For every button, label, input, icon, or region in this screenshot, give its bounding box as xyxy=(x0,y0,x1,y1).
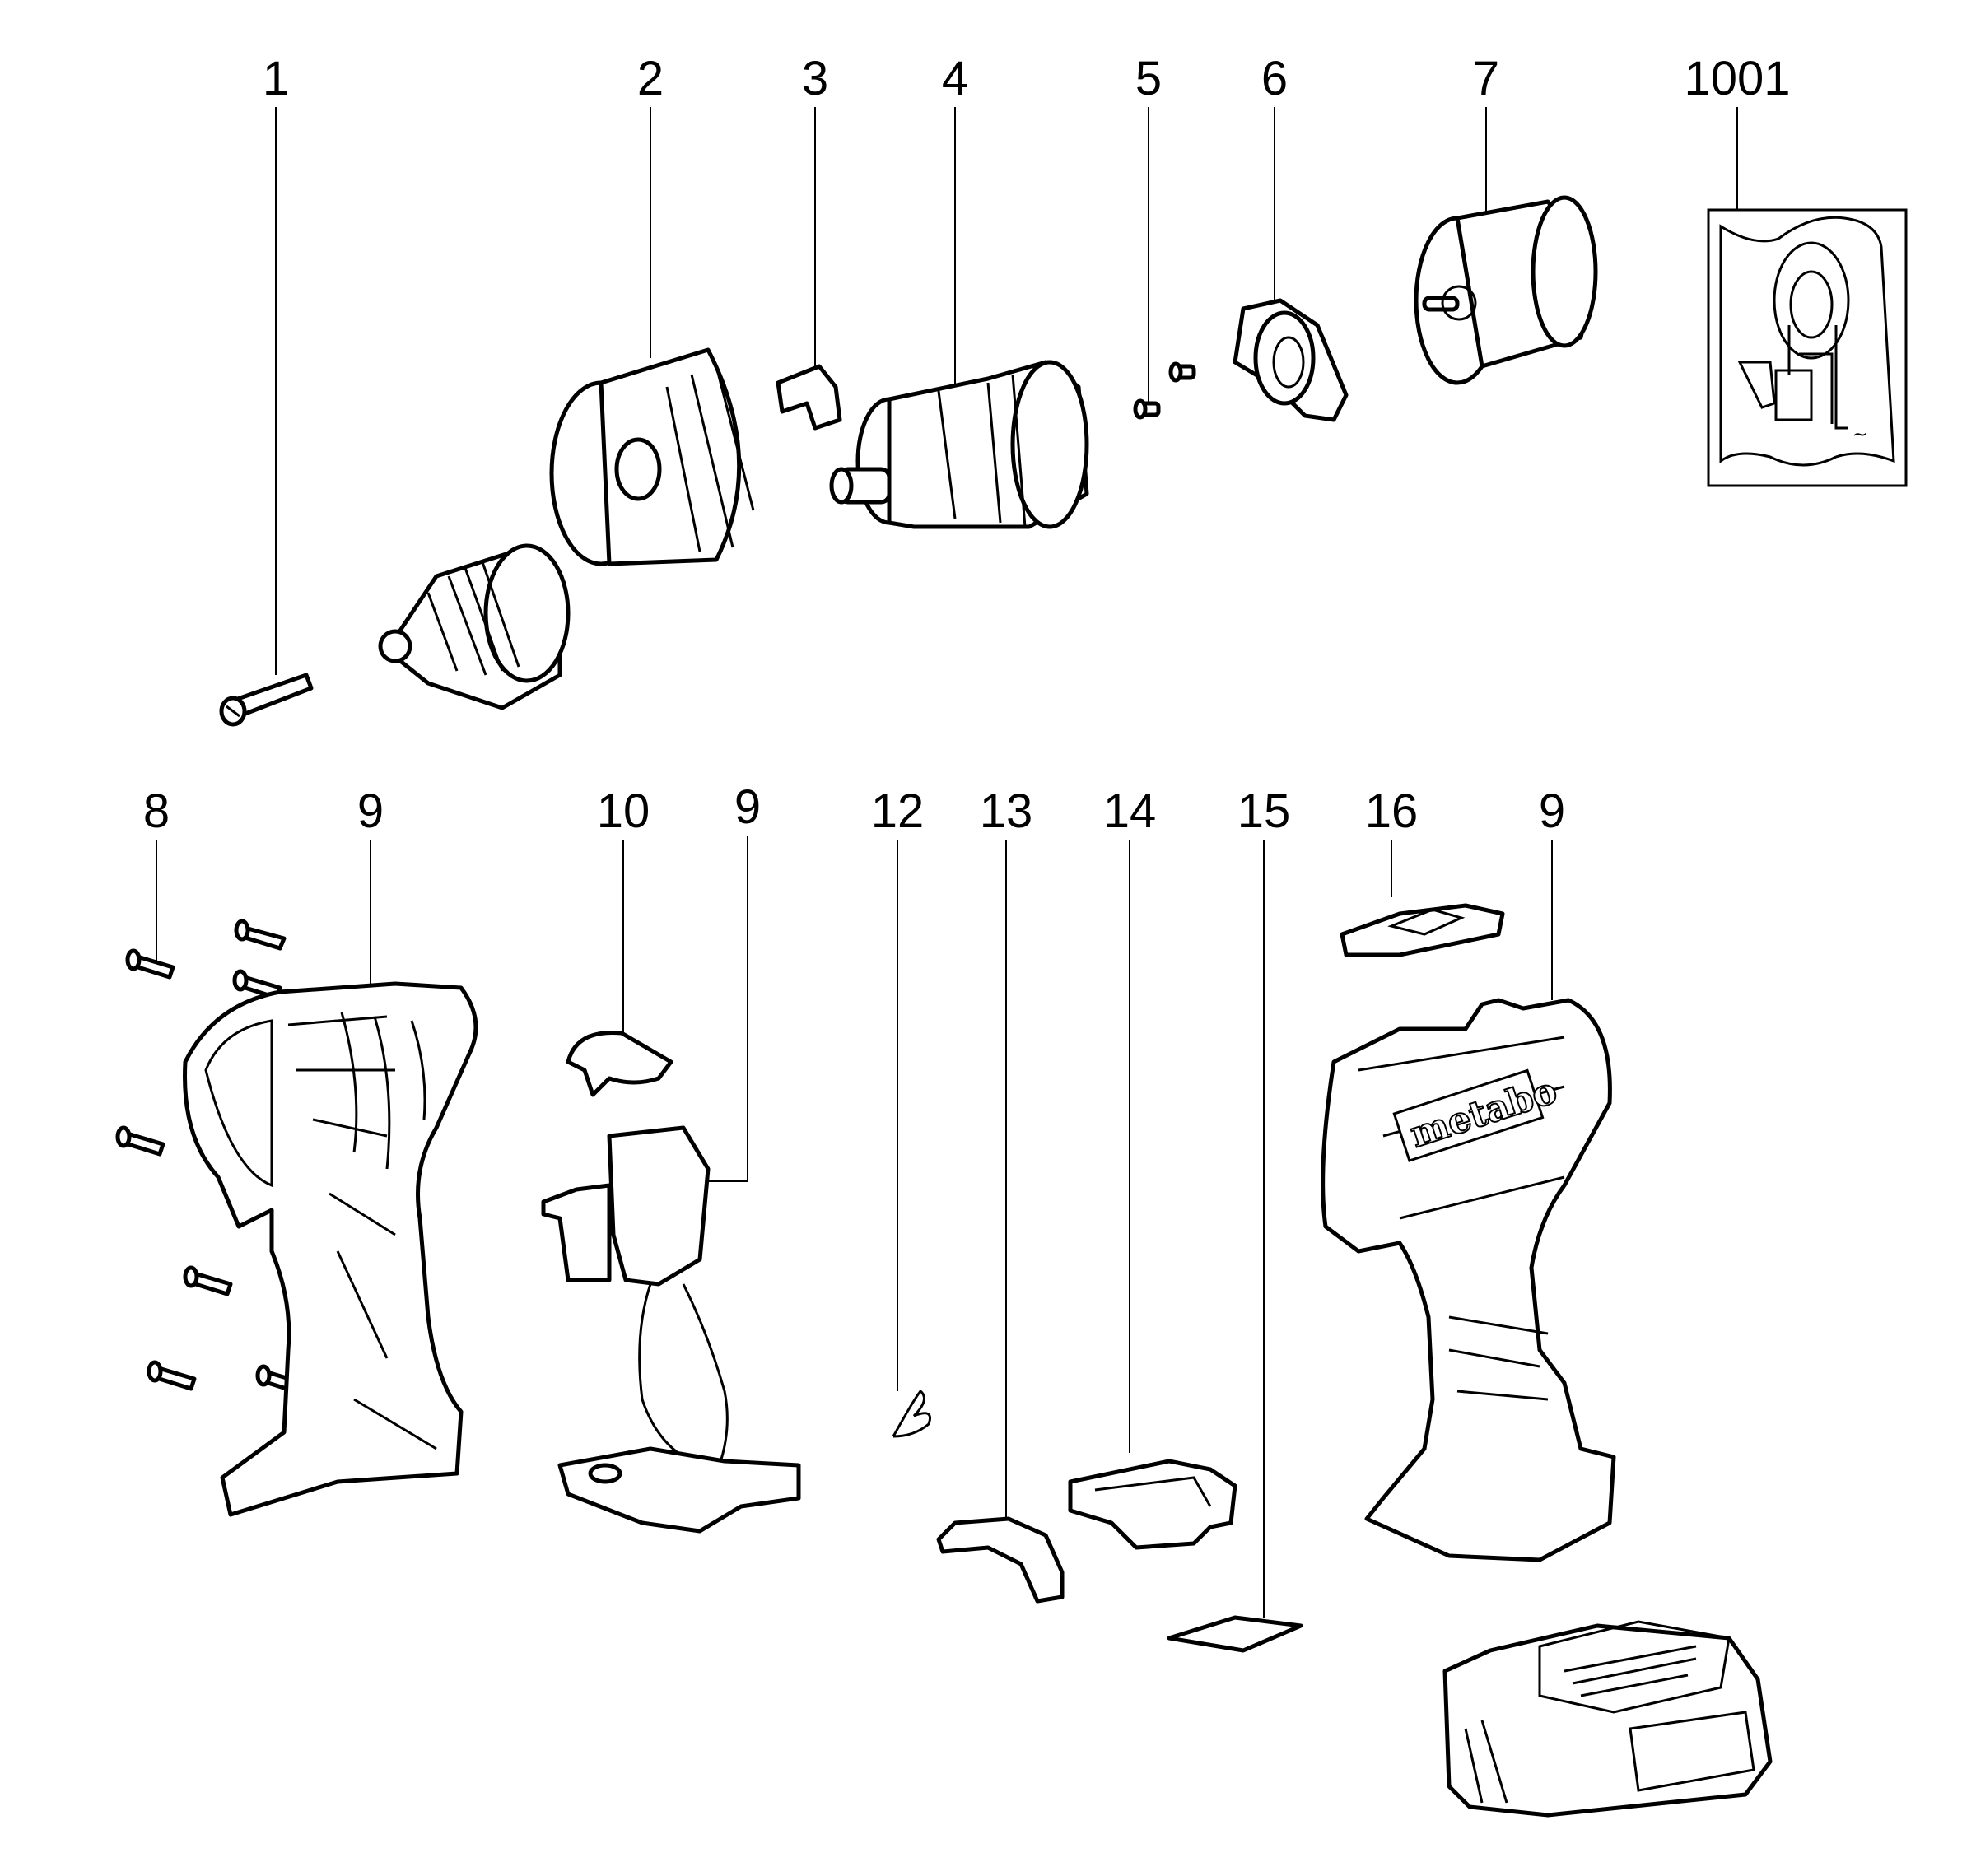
part-label-3: 3 xyxy=(802,52,828,105)
part-label-7: 7 xyxy=(1473,52,1499,105)
part-label-9c: 9 xyxy=(1539,784,1565,838)
part-label-10: 10 xyxy=(597,784,650,838)
part-5-screws xyxy=(1133,361,1196,420)
part-15-label-pad xyxy=(1167,1615,1303,1653)
part-label-13: 13 xyxy=(980,784,1033,838)
part-2-chuck xyxy=(378,347,755,710)
leader-lines-bottom xyxy=(156,836,1553,1618)
part-16-bit-clip xyxy=(1340,903,1505,957)
part-label-14: 14 xyxy=(1103,784,1157,838)
part-label-8: 8 xyxy=(143,784,170,838)
part-label-5: 5 xyxy=(1135,52,1162,105)
ac-symbol: ~ xyxy=(1852,425,1867,445)
part-label-9b: 9 xyxy=(734,780,761,834)
part-14-contact-plate xyxy=(1068,1459,1237,1550)
part-12-spring xyxy=(892,1389,931,1438)
part-9-switch-assembly xyxy=(541,1125,801,1534)
leader-lines-top xyxy=(275,107,1738,675)
part-label-6: 6 xyxy=(1261,52,1288,105)
part-1001-wiring-diagram: ~ xyxy=(1707,208,1908,487)
part-10-direction-switch xyxy=(566,1030,673,1097)
part-1-screw xyxy=(219,673,314,727)
part-4-gearbox xyxy=(829,360,1089,529)
part-label-9a: 9 xyxy=(357,784,384,838)
part-13-latch xyxy=(936,1516,1065,1604)
part-label-12: 12 xyxy=(871,784,925,838)
part-label-4: 4 xyxy=(942,52,968,105)
part-label-1001: 1001 xyxy=(1684,52,1790,105)
part-label-15: 15 xyxy=(1237,784,1291,838)
part-3-clip xyxy=(776,364,842,431)
part-6-flange xyxy=(1233,298,1349,422)
part-9-left-housing xyxy=(183,981,478,1517)
part-label-16: 16 xyxy=(1365,784,1419,838)
part-label-1: 1 xyxy=(263,52,289,105)
part-9-right-housing: metabo xyxy=(1321,998,1616,1562)
part-label-2: 2 xyxy=(637,52,664,105)
part-7-motor xyxy=(1414,195,1598,385)
battery-pack xyxy=(1442,1620,1773,1818)
